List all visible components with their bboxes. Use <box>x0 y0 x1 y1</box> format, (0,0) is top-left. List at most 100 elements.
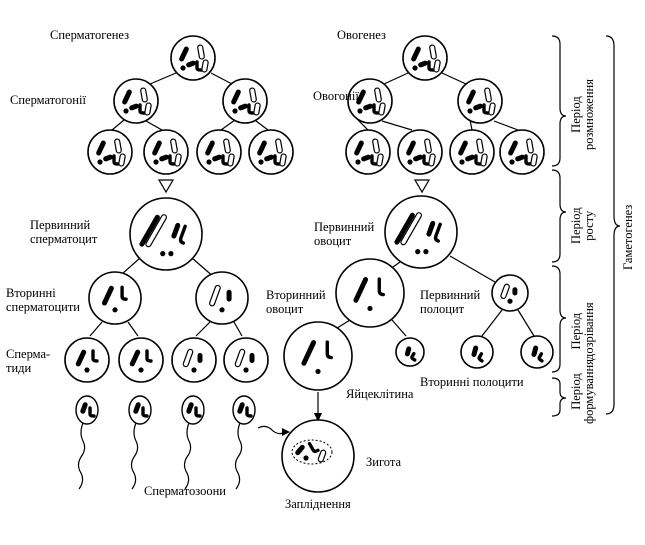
chromosome <box>407 159 413 165</box>
label-secondary-oocyte: Вторинний овоцит <box>266 288 326 316</box>
chromosome <box>530 153 538 167</box>
chromosome <box>273 154 281 166</box>
chromosome <box>219 307 225 313</box>
spermatid-3 <box>171 337 217 383</box>
chromosome <box>153 159 159 165</box>
connector-line <box>449 255 496 283</box>
spermatogonium-l2a <box>113 78 159 124</box>
chromosome <box>249 87 257 103</box>
connector-line <box>89 321 103 337</box>
chromosome <box>467 108 473 114</box>
connector-line <box>383 72 409 85</box>
chromosome <box>138 103 146 115</box>
chromosome <box>141 406 149 418</box>
bracket-maturation <box>551 265 567 373</box>
chromosome <box>307 441 320 453</box>
spermatogonium-row3-1 <box>87 129 133 175</box>
spermatozoon-3 <box>181 395 205 490</box>
label-spermatozoa: Сперматозоони <box>144 484 226 498</box>
chromosome <box>355 159 361 165</box>
spermatid-1 <box>64 337 110 383</box>
oogonium-top <box>402 35 448 81</box>
chromosome <box>197 353 203 363</box>
chromosome <box>75 349 87 367</box>
chromosome <box>427 60 435 72</box>
chromosome <box>145 214 168 248</box>
chromosome <box>526 138 534 154</box>
chromosome <box>206 159 212 165</box>
primary-spermatocyte-cell <box>129 197 203 271</box>
connector-line <box>195 321 211 337</box>
chromosome <box>133 402 141 414</box>
chromosome <box>178 224 187 245</box>
chromosome <box>257 140 267 156</box>
chromosome <box>221 154 229 166</box>
chromosome <box>139 214 160 247</box>
chromosome <box>226 289 232 302</box>
label-primary-oocyte: Первинний овоцит <box>314 220 375 248</box>
label-oogonia: Овогонії <box>313 89 359 103</box>
zygote-cell <box>281 419 355 493</box>
period-formation-label: Період формування <box>569 359 596 424</box>
chromosome <box>223 138 231 154</box>
chromosome <box>482 103 490 115</box>
connector-line <box>127 321 139 337</box>
chromosome <box>426 220 436 237</box>
chromosome <box>315 368 321 375</box>
chromosome <box>480 153 488 167</box>
chromosome <box>180 65 186 71</box>
growth-arrow-sperm <box>157 179 175 194</box>
spermatozoon-4 <box>232 395 256 490</box>
chromosome <box>168 251 174 257</box>
sperm-to-zygote-arrow <box>257 425 287 435</box>
chromosome <box>129 103 139 111</box>
chromosome <box>477 352 484 363</box>
chromosome <box>367 305 373 312</box>
chromosome <box>361 154 371 162</box>
chromosome <box>101 285 114 306</box>
chromosome <box>531 345 539 357</box>
chromosome <box>423 249 429 255</box>
chromosome <box>418 60 428 68</box>
secondary-oocyte-cell <box>335 258 405 328</box>
spermatogonium-l2b <box>222 78 268 124</box>
chromosome <box>406 140 416 156</box>
chromosome <box>394 212 415 245</box>
connector-line <box>145 120 163 131</box>
primary-polocyte-cell <box>491 274 529 312</box>
chromosome <box>194 406 202 418</box>
chromosome <box>145 349 153 363</box>
chromosome <box>404 346 412 357</box>
chromosome <box>433 222 442 243</box>
chromosome <box>112 307 118 313</box>
oogonium-l2a <box>347 78 393 124</box>
gametogenesis-label: Гаметогенез <box>621 204 635 270</box>
chromosome <box>243 367 249 373</box>
connector-line <box>381 120 413 131</box>
chromosome <box>247 103 255 115</box>
chromosome <box>80 402 88 414</box>
spermatogonium-row3-2 <box>143 129 189 175</box>
spermatozoon-1 <box>75 395 99 490</box>
egg-cell-circle <box>283 321 353 391</box>
chromosome <box>159 154 169 162</box>
chromosome <box>264 154 274 162</box>
chromosome <box>238 103 248 111</box>
chromosome <box>400 212 423 246</box>
chromosome <box>429 44 437 60</box>
chromosome <box>129 349 141 367</box>
label-primary-polocyte: Первинний полоцит <box>420 288 481 316</box>
connector-line <box>357 119 369 131</box>
spermatid-2 <box>118 337 164 383</box>
chromosome <box>237 402 245 414</box>
heading-oogenesis: Овогенез <box>337 28 386 42</box>
growth-arrow-oo <box>413 179 431 194</box>
chromosome <box>140 87 148 103</box>
chromosome <box>376 153 384 167</box>
label-spermatogonia: Сперматогонії <box>10 93 86 107</box>
chromosome <box>372 103 380 115</box>
chromosome <box>97 159 103 165</box>
chromosome <box>374 87 382 103</box>
chromosome <box>91 349 99 363</box>
label-primary-spermatocyte: Первинний сперматоцит <box>30 218 98 246</box>
